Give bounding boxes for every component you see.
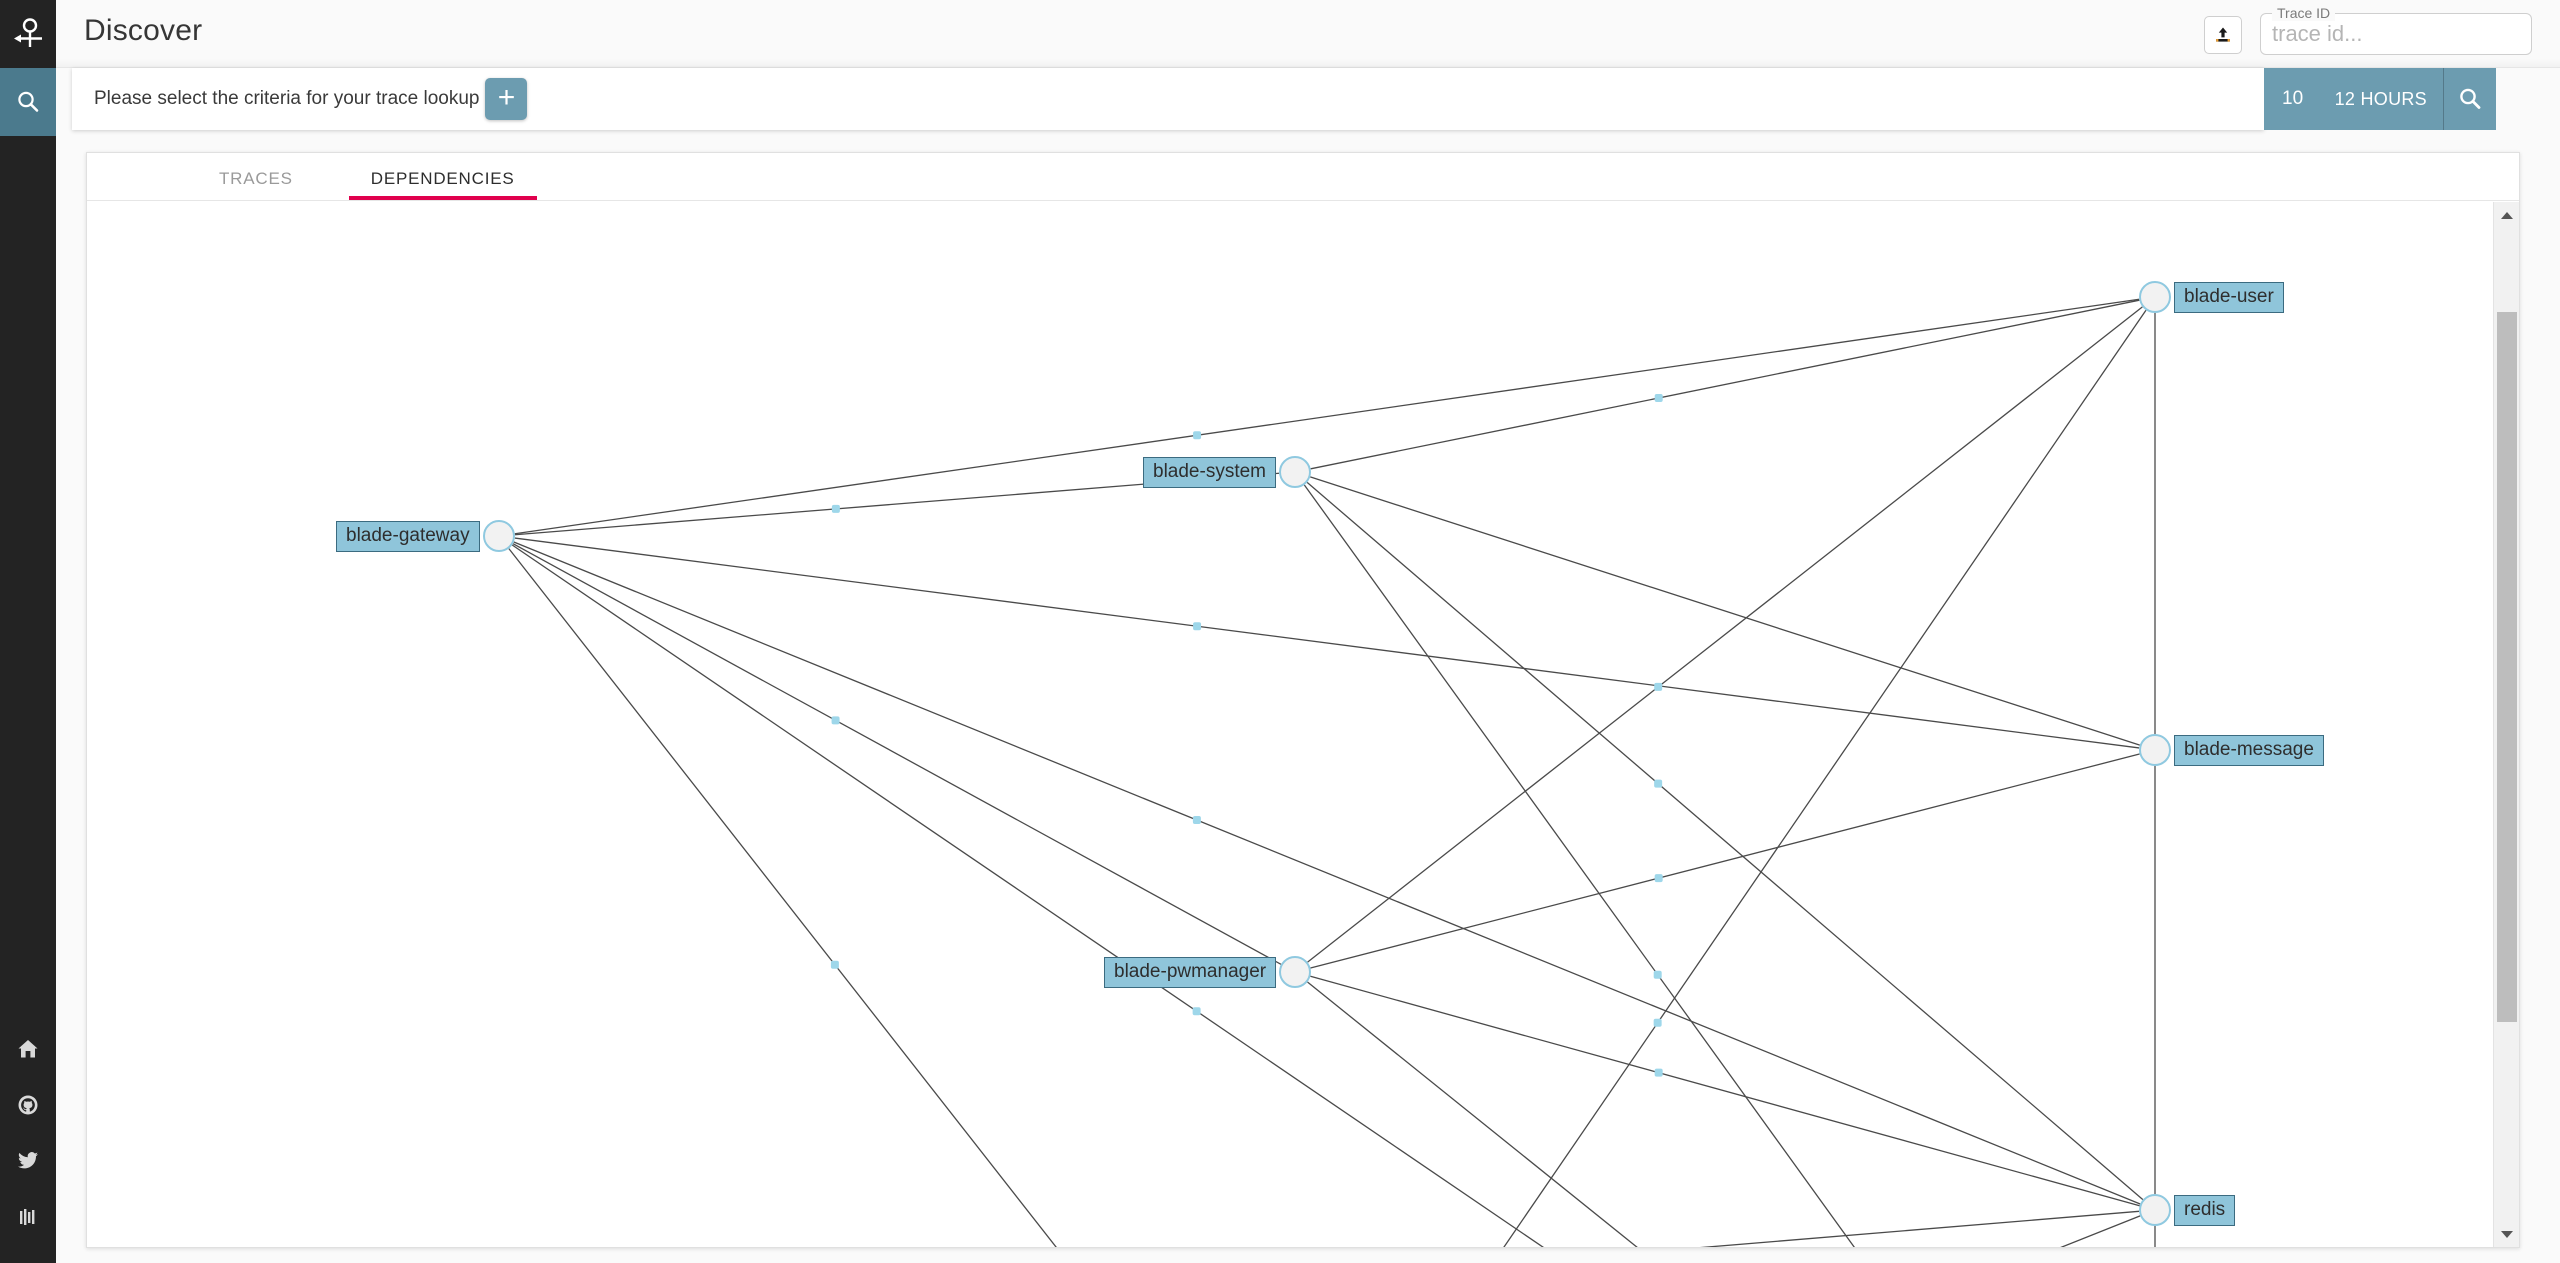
scrollbar-thumb[interactable] [2497,312,2517,1022]
lookback-value[interactable]: 12 HOURS [2334,88,2427,109]
result-limit-value[interactable]: 10 [2282,88,2304,109]
edge-traffic-marker [1193,622,1202,631]
trace-bars-icon[interactable] [0,1189,56,1245]
dependency-edge[interactable] [514,537,2140,749]
sidebar-item-search[interactable] [0,68,56,136]
dependency-edge[interactable] [1307,981,2142,1247]
graph-node-circle-blade-message[interactable] [2139,734,2171,766]
edge-traffic-marker [1654,393,1663,402]
graph-node-circle-blade-system[interactable] [1279,456,1311,488]
graph-node-circle-blade-gateway[interactable] [483,520,515,552]
left-rail [0,0,56,1263]
dependency-edge[interactable] [508,548,1285,1247]
search-bar: 10 12 HOURS [2264,68,2496,130]
edge-traffic-marker [831,504,840,513]
edge-traffic-marker [1654,682,1663,691]
edge-traffic-marker [1654,779,1663,788]
search-bar-divider [2443,68,2444,130]
graph-node-label-redis[interactable]: redis [2174,1195,2236,1226]
scroll-down-button[interactable] [2494,1221,2520,1247]
scroll-up-button[interactable] [2494,202,2520,228]
graph-node-circle-redis[interactable] [2139,1194,2171,1226]
dependency-edge[interactable] [1310,975,2140,1207]
chevron-down-icon [2501,1230,2513,1238]
dependency-edge[interactable] [1303,484,2145,1247]
criteria-bar: Please select the criteria for your trac… [72,68,2264,130]
graph-node-label-blade-message[interactable]: blade-message [2174,735,2324,766]
top-bar: Discover Trace ID [56,0,2560,68]
dependency-edge[interactable] [1310,299,2140,470]
search-icon [2460,88,2481,109]
trace-id-field-group: Trace ID [2260,5,2532,55]
graph-node-label-blade-pwmanager[interactable]: blade-pwmanager [1104,957,1277,988]
dependency-graph[interactable]: blade-gateway blade-system blade-pwmanager… [87,202,2519,1247]
dependency-edge[interactable] [513,541,2141,1205]
rail-bottom-group [0,1021,56,1263]
dependency-edge[interactable] [1310,1215,2141,1247]
add-criteria-button[interactable]: + [485,78,528,120]
jaeger-logo-icon[interactable] [0,0,56,68]
home-icon[interactable] [0,1021,56,1077]
search-submit-button[interactable] [2444,86,2496,112]
dependency-edge[interactable] [511,544,2142,1247]
dependency-edge[interactable] [1310,476,2140,746]
dependency-edge[interactable] [1304,309,2147,1247]
upload-trace-button[interactable] [2204,16,2242,54]
trace-id-input[interactable] [2272,19,2522,49]
edge-traffic-marker [1654,874,1663,883]
github-icon[interactable] [0,1077,56,1133]
edge-traffic-marker [1653,970,1662,979]
dependency-graph-canvas[interactable] [87,202,2497,1247]
dependency-edge[interactable] [515,1210,2140,1247]
page-title: Discover [84,14,203,47]
graph-vertical-scrollbar[interactable] [2493,202,2519,1247]
graph-node-label-blade-system[interactable]: blade-system [1143,457,1276,488]
search-icon [18,91,39,112]
tab-dependencies[interactable]: DEPENDENCIES [348,169,537,200]
graph-node-label-blade-user[interactable]: blade-user [2174,282,2284,313]
dependency-edge[interactable] [512,543,1282,965]
edge-traffic-marker [1654,1068,1663,1077]
criteria-prompt: Please select the criteria for your trac… [94,88,480,109]
content-card: TRACES DEPENDENCIES blade-gateway blade-s… [86,152,2520,1248]
dependency-edge[interactable] [1310,753,2140,969]
tab-bar: TRACES DEPENDENCIES [87,153,2519,201]
edge-traffic-marker [1653,1018,1662,1027]
dependency-edge[interactable] [1306,481,2144,1201]
upload-icon [2216,27,2230,42]
trace-id-label: Trace ID [2272,5,2336,21]
dependency-edge[interactable] [514,298,2140,535]
graph-node-circle-blade-pwmanager[interactable] [1279,956,1311,988]
chevron-up-icon [2501,211,2513,219]
edge-traffic-marker [1193,431,1202,440]
edge-traffic-marker [830,960,839,969]
edge-traffic-marker [831,716,840,725]
dependency-edge[interactable] [1307,306,2143,963]
graph-node-label-blade-gateway[interactable]: blade-gateway [336,521,480,552]
tab-traces[interactable]: TRACES [219,169,293,188]
edge-traffic-marker [1192,816,1201,825]
graph-node-circle-blade-user[interactable] [2139,281,2171,313]
edge-traffic-marker [1192,1007,1201,1016]
twitter-icon[interactable] [0,1133,56,1189]
